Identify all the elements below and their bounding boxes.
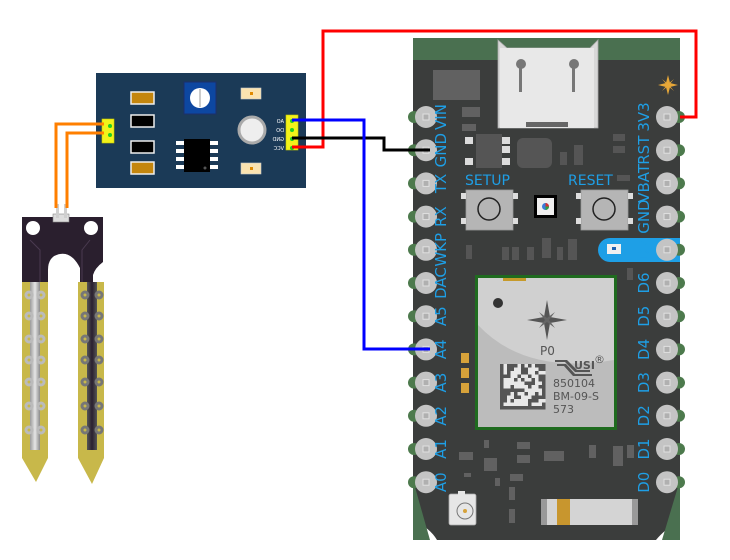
pin-label-gnd: GND: [272, 137, 284, 143]
reset-button[interactable]: [576, 189, 633, 231]
pin-label-a5: A5: [432, 306, 450, 326]
pin-right-rst[interactable]: [656, 139, 685, 162]
pin-left-tx[interactable]: [408, 172, 437, 195]
pin-right-gnd[interactable]: [656, 205, 685, 228]
module-label: P0: [540, 344, 555, 358]
pin-label-d3: D3: [635, 372, 653, 393]
pin-left-vin[interactable]: [408, 106, 437, 128]
pin-right-d6[interactable]: [656, 272, 685, 294]
power-led-star-icon: [658, 75, 678, 95]
registered-mark: ®: [594, 353, 605, 366]
pin-label-gnd: GND: [635, 199, 653, 233]
smd-resistor: [130, 91, 155, 105]
pin-label-dac: DAC: [432, 267, 450, 299]
moisture-probe: [22, 204, 104, 484]
pin-label-vin: VIN: [432, 104, 450, 130]
pin-label-a0: A0: [432, 472, 450, 492]
comparator-ic: [176, 139, 218, 172]
smd-capacitor: [130, 161, 155, 175]
pin-left-a0[interactable]: [408, 471, 437, 494]
pin-right-d4[interactable]: [656, 338, 685, 361]
particle-photon: SETUP RESET: [408, 38, 685, 540]
pin-label-d7: D7: [635, 239, 653, 260]
pin-label-d6: D6: [635, 272, 653, 293]
pin-right-vbat[interactable]: [656, 172, 685, 195]
wire-vcc-3v3[interactable]: [292, 29, 698, 149]
pin-label-vbat: VBAT: [635, 163, 653, 203]
p0-wifi-module: P0 USI ® 850104 BM-09-S 573: [475, 275, 617, 430]
pin-left-wkp[interactable]: [408, 238, 437, 261]
pin-label-a1: A1: [432, 439, 450, 459]
antenna-connector: [448, 491, 477, 526]
pin-label-ao: AO: [277, 119, 284, 125]
pin-left-a2[interactable]: [408, 404, 437, 427]
pin-left-rx[interactable]: [408, 205, 437, 228]
pin-label-d4: D4: [635, 339, 653, 360]
pin-label-rx: RX: [432, 206, 450, 227]
mount-hole: [84, 221, 98, 235]
smd-resistor: [130, 114, 155, 128]
mount-hole: [26, 221, 40, 235]
pin-label-d0: D0: [635, 472, 653, 493]
pin-right-3v3[interactable]: [656, 106, 685, 128]
module-line-1: 850104: [553, 377, 595, 390]
mount-hole: [237, 115, 267, 145]
pin-left-dac[interactable]: [408, 272, 437, 294]
pin-label-a2: A2: [432, 406, 450, 426]
reset-label: RESET: [568, 173, 613, 189]
pin-label-vcc: VCC: [273, 146, 284, 152]
datamatrix-code: [500, 364, 546, 410]
usi-logo: USI ®: [555, 353, 605, 376]
inductor: [517, 138, 552, 168]
pin-right-d3[interactable]: [656, 371, 685, 394]
pin-label-rst: RST: [635, 135, 653, 165]
pin-right-d1[interactable]: [656, 438, 685, 460]
pin-label-d5: D5: [635, 306, 653, 327]
chip-antenna: [541, 499, 638, 525]
pin-left-a3[interactable]: [408, 371, 437, 394]
pin-right-d0[interactable]: [656, 471, 685, 494]
pin-label-do: DO: [276, 128, 284, 134]
pin-label-d2: D2: [635, 405, 653, 426]
setup-button[interactable]: [461, 189, 518, 231]
usi-brand: USI: [574, 359, 595, 372]
smd-resistor: [130, 140, 155, 154]
pin-left-a1[interactable]: [408, 438, 437, 460]
pin-label-d1: D1: [635, 438, 653, 459]
pin-label-a3: A3: [432, 373, 450, 393]
rgb-led: [534, 195, 557, 218]
module-line-2: BM-09-S: [553, 390, 599, 403]
wire-probe-2[interactable]: [65, 131, 104, 208]
probe-connector: [52, 213, 70, 223]
wire-probe-1[interactable]: [54, 122, 104, 208]
pin-right-d2[interactable]: [656, 404, 685, 427]
pin-right-d7[interactable]: [656, 238, 685, 261]
voltage-regulator: [476, 134, 502, 168]
module-line-3: 573: [553, 403, 574, 416]
wire-ao-a4[interactable]: [292, 118, 430, 351]
wires: [54, 29, 698, 351]
usb-connector: [497, 39, 599, 129]
chip: [433, 70, 480, 100]
pin-left-a5[interactable]: [408, 305, 437, 328]
particle-logo-icon: [527, 300, 567, 340]
pin-label-3v3: 3V3: [635, 102, 653, 131]
pin-label-wkp: WKP: [432, 233, 450, 267]
sensor-module: AO DO GND VCC: [96, 73, 306, 188]
wire-gnd-gnd[interactable]: [292, 136, 430, 152]
pin-label-gnd: GND: [432, 133, 450, 167]
pin-label-tx: TX: [432, 174, 450, 194]
setup-label: SETUP: [465, 173, 510, 189]
pin-label-a4: A4: [432, 339, 450, 359]
pin-right-d5[interactable]: [656, 305, 685, 328]
